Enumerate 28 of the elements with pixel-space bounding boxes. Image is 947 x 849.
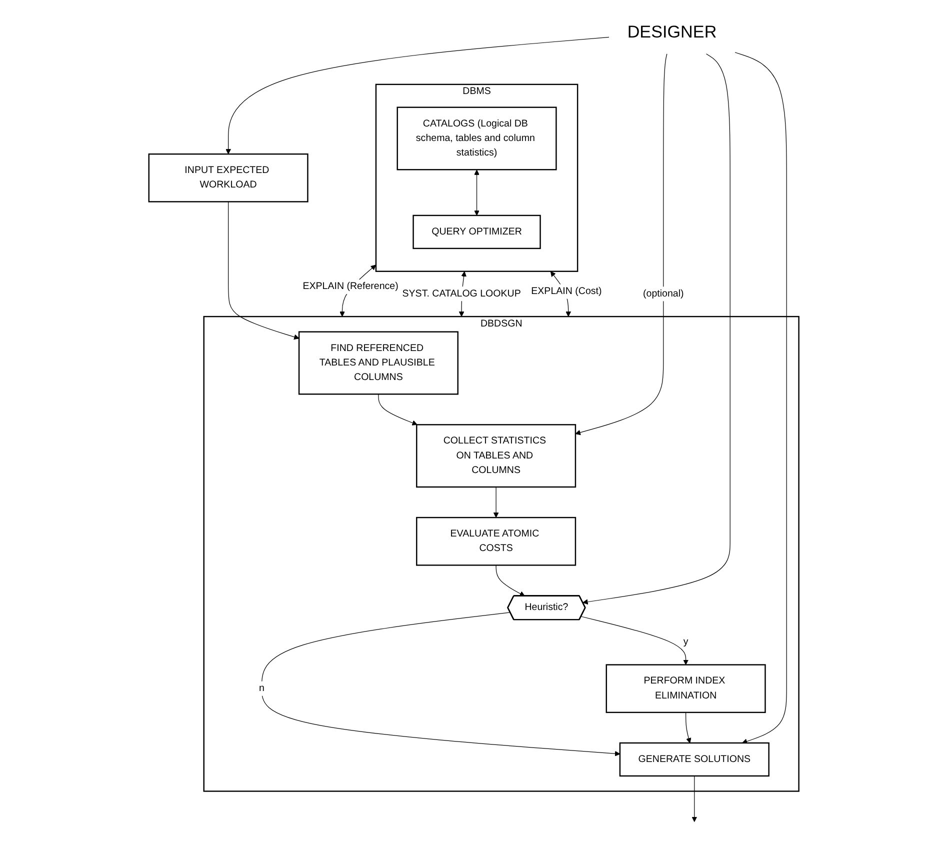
arrow — [378, 393, 418, 425]
arrow — [493, 486, 498, 518]
edge-label: (optional) — [642, 288, 684, 298]
arrow — [228, 200, 299, 340]
edge-label: EXPLAIN (Cost) — [530, 286, 602, 296]
edge-label: y — [683, 636, 688, 647]
node-box: PERFORM INDEX ELIMINATION — [605, 664, 766, 713]
arrow — [474, 169, 480, 216]
edge-label: n — [258, 682, 264, 693]
node-box: COLLECT STATISTICS ON TABLES AND COLUMNS — [416, 424, 576, 488]
arrow — [574, 53, 667, 435]
arrow — [580, 616, 688, 665]
arrow — [225, 36, 609, 154]
node-box: CATALOGS (Logical DB schema, tables and column statistics) — [396, 106, 556, 170]
node-box: EVALUATE ATOMIC COSTS — [416, 516, 576, 566]
arrow — [685, 712, 691, 743]
arrow — [734, 52, 787, 744]
edge-label: SYST. CATALOG LOOKUP — [402, 288, 520, 298]
node-box: QUERY OPTIMIZER — [412, 214, 541, 249]
arrow — [691, 775, 697, 822]
node-box: INPUT EXPECTED WORKLOAD — [148, 152, 308, 202]
node-box: FIND REFERENCED TABLES AND PLAUSIBLE COLUMNS — [298, 330, 458, 394]
edge-label: EXPLAIN (Reference) — [302, 280, 398, 292]
node-text: DESIGNER — [626, 22, 716, 41]
arrow — [261, 612, 620, 756]
arrow — [582, 53, 730, 604]
node-box: GENERATE SOLUTIONS — [618, 742, 770, 776]
arrow — [495, 564, 525, 596]
